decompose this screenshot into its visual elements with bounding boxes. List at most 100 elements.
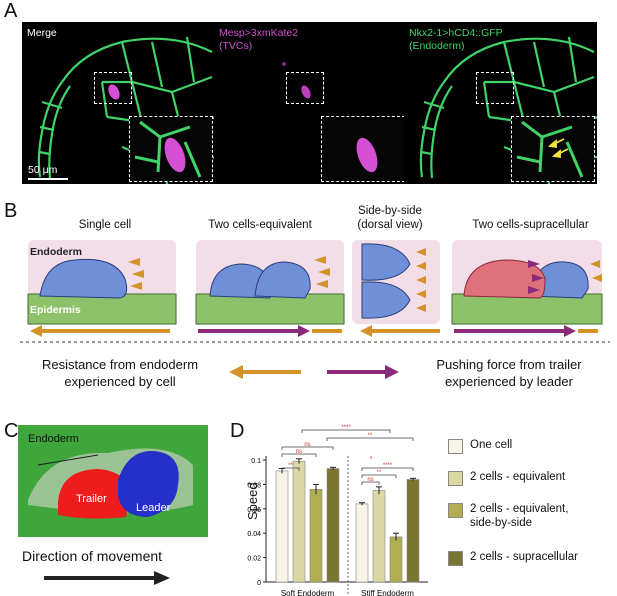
group-b-label: **	[368, 433, 373, 439]
nkx-label: Nkx2-1>hCD4::GFP (Endoderm)	[409, 27, 503, 53]
soft-a-bracket	[281, 467, 300, 471]
panel-b-schematics	[20, 240, 610, 343]
legend-resistance-line1: Resistance from endoderm	[41, 357, 199, 372]
scale-bar	[28, 178, 68, 180]
stiff-a-bracket	[361, 481, 380, 485]
panel-letter-a: A	[4, 0, 18, 22]
legend-item: 2 cells - equivalent	[448, 470, 616, 500]
bar	[275, 470, 289, 583]
direction-caption: Direction of movement	[22, 548, 163, 564]
legend-push-line2: experienced by leader	[445, 374, 573, 389]
heading-single-cell: Single cell	[78, 219, 132, 231]
soft-b-label: ns	[296, 449, 302, 455]
legend-swatch	[448, 439, 463, 454]
bar	[309, 488, 323, 583]
mesp-label-line2: (TVCs)	[219, 40, 253, 52]
soft-c-label: ns	[304, 442, 310, 448]
nkx-inset	[511, 116, 595, 182]
roi-box	[94, 72, 132, 104]
group-a-label: ****	[341, 425, 351, 431]
soft-c-bracket	[281, 446, 334, 450]
panel-letter-c: C	[4, 420, 19, 442]
merge-inset	[129, 116, 213, 182]
legend-arrows	[229, 365, 399, 379]
y-tick-label: 0	[257, 580, 261, 587]
legend-label-line2: side-by-side	[470, 517, 532, 529]
epidermis-label: Epidermis	[30, 304, 81, 316]
stiff-b-bracket	[361, 474, 397, 478]
merge-micrograph: Merge 50 μm	[22, 22, 215, 184]
y-tick-label: 0.06	[247, 507, 261, 514]
c-endoderm-label: Endoderm	[28, 433, 79, 445]
panel-letter-d: D	[230, 420, 245, 442]
panel-letter-b: B	[4, 200, 18, 222]
schematic-single-cell	[27, 240, 177, 337]
legend-label: 2 cells - supracellular	[470, 550, 578, 564]
legend-item: 2 cells - equivalent, side-by-side	[448, 502, 616, 532]
legend-label: One cell	[470, 438, 512, 452]
legend-label-line1: 2 cells - equivalent	[470, 471, 566, 483]
soft-a-label: **	[288, 463, 293, 469]
mesp-signal-image	[282, 62, 311, 99]
legend-label-line1: 2 cells - equivalent,	[470, 503, 569, 515]
y-tick-label: 0.04	[247, 531, 261, 538]
bar	[326, 468, 340, 583]
heading-side-line2: (dorsal view)	[357, 219, 423, 231]
legend-push-line1: Pushing force from trailer	[436, 357, 582, 372]
legend-swatch	[448, 503, 463, 518]
mesp-micrograph: Mesp>3xmKate2 (TVCs)	[214, 22, 407, 184]
heading-side-line1: Side-by-side	[358, 205, 422, 217]
bar	[406, 479, 420, 583]
group-b-bracket	[326, 437, 414, 441]
direction-arrow-icon	[44, 571, 170, 585]
trailer-label: Trailer	[76, 493, 107, 505]
group-label: Stiff Endoderm	[361, 589, 414, 596]
group-a-bracket	[301, 429, 391, 433]
legend-resistance-line2: experienced by cell	[64, 374, 176, 389]
legend-resistance-text: Resistance from endoderm experienced by …	[20, 356, 220, 390]
resistance-arrow	[241, 370, 301, 374]
panel-c-render	[18, 425, 208, 537]
mesp-inset	[321, 116, 405, 182]
nkx-inset-image	[516, 120, 584, 178]
scale-bar-label: 50 μm	[28, 164, 58, 176]
merge-inset-image	[134, 120, 202, 178]
group-c-label: *	[370, 456, 373, 463]
legend-swatch	[448, 471, 463, 486]
endoderm-label: Endoderm	[30, 246, 82, 258]
schematic-side-by-side	[352, 240, 440, 337]
stiff-a-label: ns	[367, 477, 373, 483]
legend-label-line1: 2 cells - supracellular	[470, 551, 579, 563]
legend-label: 2 cells - equivalent, side-by-side	[470, 502, 568, 530]
push-arrow	[327, 370, 387, 374]
leader-cell	[118, 450, 179, 517]
roi-box	[286, 72, 324, 104]
bar	[389, 536, 403, 583]
roi-box	[476, 72, 514, 104]
bar	[355, 503, 369, 583]
trailer-cell	[58, 469, 130, 519]
legend-label: 2 cells - equivalent	[470, 470, 565, 484]
y-tick-label: 0.02	[247, 556, 261, 563]
stiff-c-label: ****	[383, 463, 393, 469]
legend-swatch	[448, 551, 463, 566]
heading-two-cells-equivalent: Two cells-equivalent	[208, 219, 312, 231]
bar	[372, 490, 386, 583]
nkx-label-line2: (Endoderm)	[409, 40, 465, 52]
legend-item: 2 cells - supracellular	[448, 550, 616, 580]
stiff-b-label: **	[377, 470, 382, 476]
chart-legend: One cell 2 cells - equivalent 2 cells - eq…	[448, 438, 616, 588]
y-tick-label: 0.08	[247, 482, 261, 489]
mesp-label-line1: Mesp>3xmKate2	[219, 27, 299, 39]
y-tick-label: 0.1	[251, 458, 261, 465]
soft-b-bracket	[281, 453, 317, 457]
schematic-two-cells-supracellular	[451, 240, 603, 337]
heading-side-by-side: Side-by-side (dorsal view)	[340, 204, 440, 232]
schematic-two-cells-equivalent	[195, 240, 345, 337]
y-axis-label: Speed	[245, 482, 260, 520]
nkx-label-line1: Nkx2-1>hCD4::GFP	[409, 27, 503, 39]
nkx-micrograph: Nkx2-1>hCD4::GFP (Endoderm)	[404, 22, 597, 184]
leader-label: Leader	[136, 502, 171, 514]
stiff-c-bracket	[361, 467, 414, 471]
